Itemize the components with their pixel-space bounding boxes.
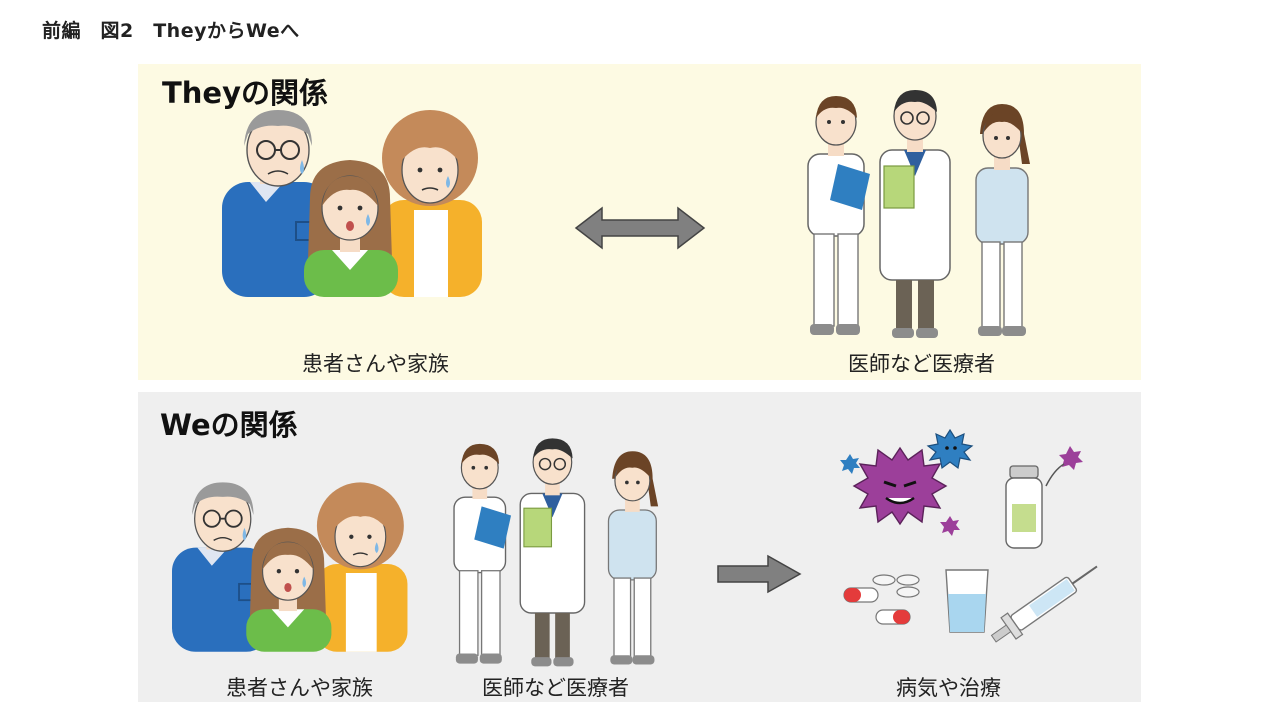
they-family-label: 患者さんや家族: [302, 348, 449, 378]
we-relationship-panel: Weの関係: [138, 392, 1141, 702]
they-staff-label: 医師など医療者: [848, 348, 995, 378]
pills-icon: [844, 575, 919, 624]
we-family-label: 患者さんや家族: [226, 672, 373, 702]
they-relationship-panel: Theyの関係 患者さんや家族 医師など医療者: [138, 64, 1141, 380]
we-family-illustration: [172, 478, 412, 668]
family-illustration: [222, 110, 487, 310]
right-arrow-icon: [716, 554, 802, 594]
we-target-label: 病気や治療: [896, 672, 1001, 702]
they-panel-title: Theyの関係: [162, 70, 328, 112]
medicine-bottle-icon: [1006, 466, 1042, 548]
we-medical-staff-illustration: [446, 442, 668, 670]
we-panel-title: Weの関係: [160, 402, 298, 444]
germs-and-medicine-illustration: [838, 426, 1113, 646]
double-arrow-icon: [574, 204, 706, 252]
we-staff-label: 医師など医療者: [482, 672, 629, 702]
syringe-icon: [986, 556, 1104, 650]
page-title: 前編 図2 TheyからWeへ: [42, 16, 300, 43]
medical-staff-illustration: [800, 94, 1040, 342]
water-glass-icon: [946, 570, 988, 632]
